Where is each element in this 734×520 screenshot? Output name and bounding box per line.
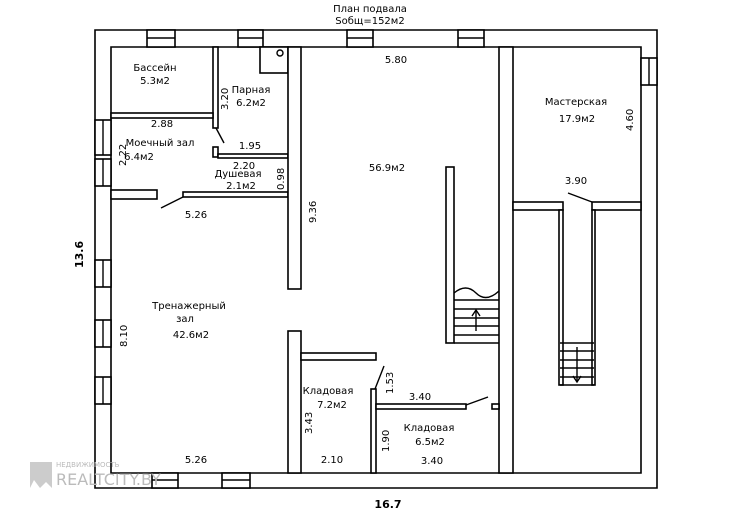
room-shower-name: Душевая	[214, 169, 261, 180]
window-left-5	[94, 376, 112, 405]
window-right-1	[640, 57, 658, 86]
stairs-down	[560, 342, 594, 386]
room-storage1-name: Кладовая	[303, 386, 354, 397]
label-d-153: 1.53	[385, 372, 396, 394]
room-steam-name: Парная	[232, 85, 271, 96]
dimension-labels: 5.80 3.20 2.88 1.95 2.22 2.20 0.98 5.26 …	[73, 55, 636, 511]
room-gym-name-2: зал	[176, 314, 194, 325]
room-storage2-area: 6.5м2	[415, 437, 445, 448]
label-d-288: 2.88	[151, 119, 173, 130]
label-d-340-top: 3.40	[409, 392, 431, 403]
stairs-up	[453, 287, 500, 344]
label-d-390: 3.90	[565, 176, 587, 187]
windows	[94, 29, 658, 489]
label-d-190: 1.90	[381, 430, 392, 452]
window-top-3	[346, 29, 374, 48]
label-d-320: 3.20	[220, 88, 231, 110]
door-gym	[160, 196, 184, 209]
label-d-936: 9.36	[308, 201, 319, 223]
room-pool-area: 5.3м2	[140, 76, 170, 87]
window-left-4	[94, 319, 112, 348]
window-left-2	[94, 158, 112, 187]
room-shower-area: 2.1м2	[226, 181, 256, 192]
door-steam	[215, 127, 225, 144]
room-gym-name-1: Тренажерный	[151, 301, 226, 312]
room-hall-area: 56.9м2	[369, 163, 405, 174]
label-d-526-bottom: 5.26	[185, 455, 207, 466]
window-left-1	[94, 119, 112, 156]
label-d-526-top: 5.26	[185, 210, 207, 221]
room-gym-area: 42.6м2	[173, 330, 209, 341]
room-storage1-area: 7.2м2	[317, 400, 347, 411]
label-d-210: 2.10	[321, 455, 343, 466]
label-d-222: 2.22	[118, 144, 129, 166]
label-d-195: 1.95	[239, 141, 261, 152]
room-workshop-area: 17.9м2	[559, 114, 595, 125]
room-steam-area: 6.2м2	[236, 98, 266, 109]
room-workshop-name: Мастерская	[545, 97, 607, 108]
total-area: Sобщ=152м2	[335, 16, 404, 27]
window-bottom-1	[151, 472, 179, 489]
label-d-340-bottom: 3.40	[421, 456, 443, 467]
watermark: НЕДВИЖИМОСТЬ REALTCITY.BY	[30, 461, 161, 489]
room-washroom-name: Моечный зал	[126, 138, 195, 149]
window-left-3	[94, 259, 112, 288]
label-line1: НЕДВИЖИМОСТЬ	[56, 461, 120, 469]
door-storage2	[465, 396, 489, 406]
plan-title: План подвала	[333, 4, 407, 15]
label-d-580: 5.80	[385, 55, 407, 66]
window-bottom-2	[221, 472, 251, 489]
label-d-220: 2.20	[233, 161, 255, 172]
door-workshop	[567, 192, 593, 203]
label-line2: REALTCITY.BY	[56, 470, 161, 489]
label-d-136: 13.6	[73, 241, 86, 268]
doors	[160, 127, 593, 406]
room-washroom-area: 6.4м2	[124, 152, 154, 163]
room-pool-name: Бассейн	[133, 63, 176, 74]
label-d-167: 16.7	[374, 498, 401, 511]
label-d-098: 0.98	[276, 168, 287, 190]
window-top-2	[237, 29, 264, 48]
label-d-810: 8.10	[119, 325, 130, 347]
window-top-1	[146, 29, 176, 48]
door-storage1	[374, 365, 385, 390]
room-labels: Бассейн 5.3м2 Парная 6.2м2 Моечный зал 6…	[124, 63, 607, 448]
label-d-343: 3.43	[304, 412, 315, 434]
label-d-460: 4.60	[625, 109, 636, 131]
interior-walls	[110, 46, 642, 474]
drain-icon	[276, 49, 284, 57]
window-top-4	[457, 29, 485, 48]
room-storage2-name: Кладовая	[404, 423, 455, 434]
